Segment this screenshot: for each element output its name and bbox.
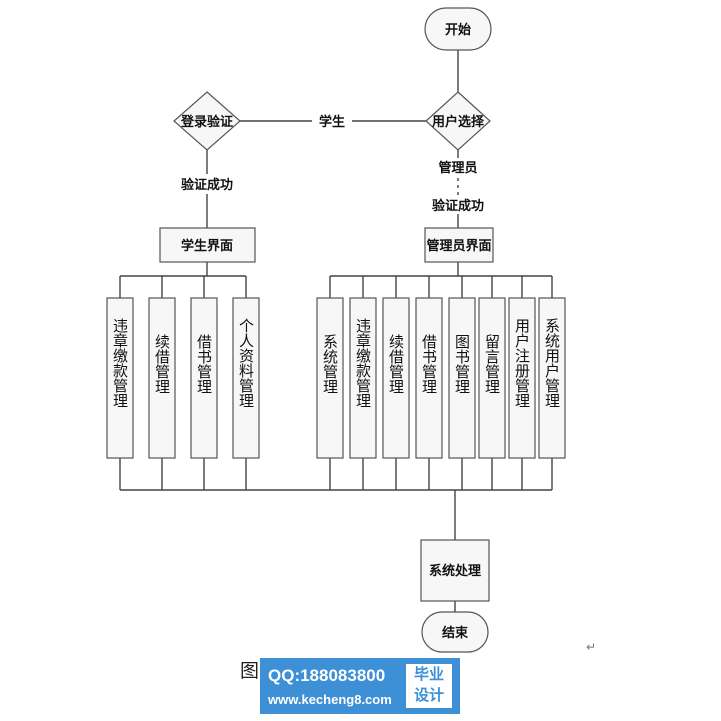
figure-caption: 图: [240, 660, 260, 682]
watermark-badge-line1: 毕业: [413, 666, 444, 683]
student-module-4: [232, 297, 260, 459]
student-module-2-label: 续借管理: [153, 334, 171, 394]
student-modules: 违章缴款管理 续借管理 借书管理 个人资料管理: [106, 297, 260, 459]
user-choice-diamond: [425, 91, 491, 151]
admin-module-2: [349, 297, 377, 459]
edge-admin-label: 管理员: [438, 160, 477, 176]
admin-module-6-label: 留言管理: [483, 334, 501, 394]
admin-module-1-label: 系统管理: [321, 334, 339, 394]
login-verify-label: 登录验证: [180, 114, 233, 130]
admin-module-7-label: 用户注册管理: [513, 318, 531, 408]
admin-module-3-label: 续借管理: [387, 334, 405, 394]
student-module-1: [106, 297, 134, 459]
watermark-badge: 毕业 设计: [406, 664, 452, 708]
admin-module-4-label: 借书管理: [420, 334, 438, 394]
student-module-1-label: 违章缴款管理: [111, 318, 129, 408]
student-ui-node: [159, 227, 256, 263]
watermark-qq: QQ:188083800: [268, 666, 386, 685]
student-module-3: [190, 297, 218, 459]
edge-student-bg: [312, 111, 352, 131]
login-verify-diamond: [173, 91, 241, 151]
student-module-3-label: 借书管理: [195, 334, 213, 394]
end-node: [421, 611, 489, 653]
admin-module-2-label: 违章缴款管理: [354, 318, 372, 408]
watermark-badge-line2: 设计: [413, 687, 444, 704]
start-node: [424, 7, 492, 51]
end-label: 结束: [442, 625, 469, 641]
connectors: [119, 50, 553, 612]
admin-module-8-label: 系统用户管理: [543, 318, 561, 408]
start-label: 开始: [445, 22, 471, 38]
student-ui-label: 学生界面: [181, 238, 233, 254]
admin-module-5: [448, 297, 476, 459]
admin-module-7: [508, 297, 536, 459]
paragraph-mark: ↵: [586, 640, 597, 654]
admin-ui-node: [424, 227, 494, 263]
admin-module-1: [316, 297, 344, 459]
watermark-url: www.kecheng8.com: [268, 692, 392, 707]
admin-module-5-label: 图书管理: [453, 334, 471, 394]
admin-module-6: [478, 297, 506, 459]
admin-module-8: [538, 297, 566, 459]
user-choice-label: 用户选择: [431, 114, 485, 130]
verify-ok-admin-label: 验证成功: [432, 198, 484, 214]
edge-student-label: 学生: [319, 114, 345, 130]
watermark: QQ:188083800 www.kecheng8.com 毕业 设计: [260, 658, 460, 714]
student-module-4-label: 个人资料管理: [237, 318, 255, 408]
verify-ok-student-label: 验证成功: [181, 177, 233, 193]
system-process-node: [420, 539, 490, 602]
system-process-label: 系统处理: [429, 563, 481, 579]
student-module-2: [148, 297, 176, 459]
admin-ui-label: 管理员界面: [426, 238, 491, 254]
admin-module-3: [382, 297, 410, 459]
admin-module-4: [415, 297, 443, 459]
admin-modules: 系统管理 违章缴款管理 续借管理 借书管理 图书管理 留言管理 用户注册管理 系…: [316, 297, 566, 459]
